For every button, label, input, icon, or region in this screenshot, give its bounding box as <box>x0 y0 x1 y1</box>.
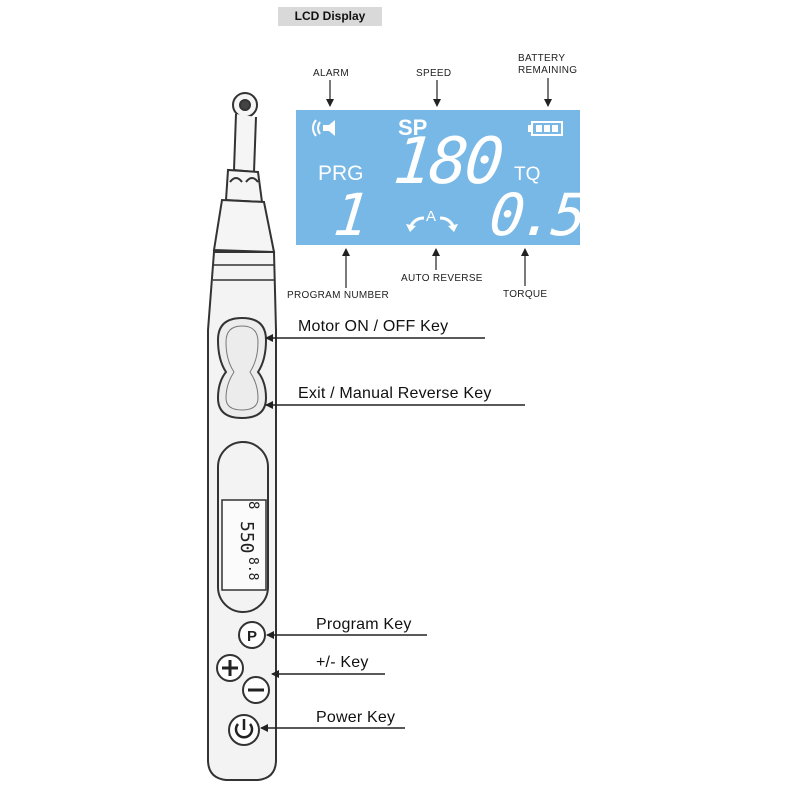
mini-lcd-screen <box>221 499 267 591</box>
exit-key-label: Exit / Manual Reverse Key <box>298 385 492 402</box>
auto-reverse-symbol: A <box>426 208 437 225</box>
sp-label: SP <box>398 115 428 140</box>
battery-callout-line1: BATTERY <box>518 53 566 64</box>
mini-lcd-speed: 550 <box>236 521 257 554</box>
contra-angle-head <box>212 92 276 254</box>
alarm-callout: ALARM <box>313 68 349 79</box>
plus-key-icon[interactable] <box>216 654 244 682</box>
auto-reverse-callout: AUTO REVERSE <box>401 273 483 284</box>
minus-key-icon[interactable] <box>242 676 270 704</box>
motor-key-label: Motor ON / OFF Key <box>298 318 449 335</box>
power-key-icon[interactable] <box>228 714 260 746</box>
alarm-icon <box>312 119 335 137</box>
mini-lcd-frame <box>217 441 269 613</box>
motor-exit-key-pad <box>216 316 268 420</box>
lcd-display: SP 180 PRG 1 TQ 0.5 A <box>296 110 586 249</box>
power-key-label: Power Key <box>316 709 396 726</box>
prg-label: PRG <box>318 162 364 185</box>
program-number-callout: PROGRAM NUMBER <box>287 290 389 301</box>
speed-callout: SPEED <box>416 68 452 79</box>
section-title: LCD Display <box>278 7 382 26</box>
battery-callout-line2: REMAINING <box>518 65 578 76</box>
program-key-icon[interactable]: P <box>238 621 266 649</box>
torque-callout: TORQUE <box>503 289 548 300</box>
program-key-label: Program Key <box>316 616 412 633</box>
auto-reverse-icon <box>406 216 458 232</box>
mini-lcd-program: 8 <box>245 501 261 509</box>
mini-lcd-torque: 8.8 <box>245 557 260 580</box>
battery-icon <box>528 121 563 136</box>
svg-text:P: P <box>247 628 257 645</box>
tq-label: TQ <box>514 164 541 185</box>
plus-minus-key-label: +/- Key <box>316 654 369 671</box>
